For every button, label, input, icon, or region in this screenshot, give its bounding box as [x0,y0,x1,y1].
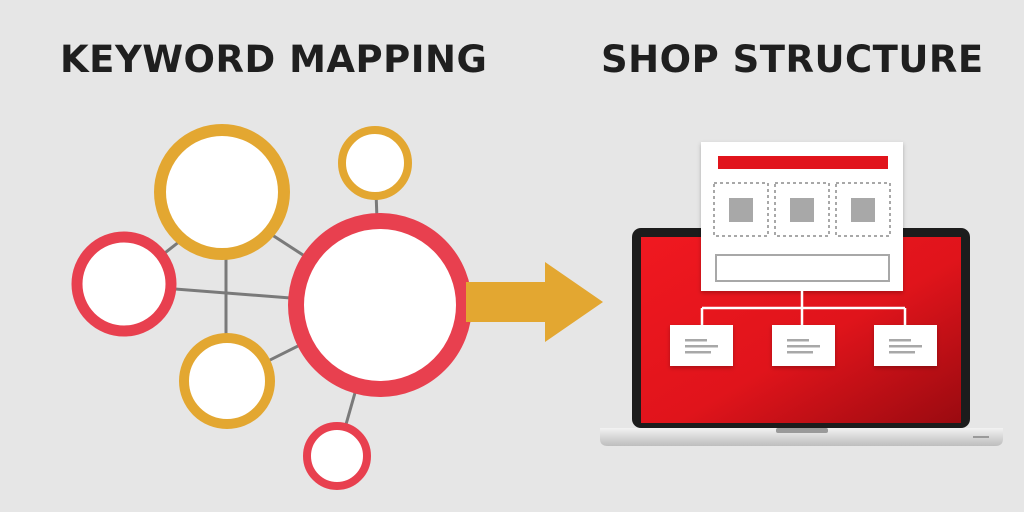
product-tile [835,182,891,237]
keyword-network [71,124,472,490]
keyword-node-orange-bottom [179,333,275,429]
arrow-icon [466,262,603,342]
product-tile [713,182,769,237]
page-header-bar [718,156,888,169]
product-tile [774,182,830,237]
subpage-box [874,325,937,366]
laptop-base [600,428,1003,446]
shop-page-card [701,142,903,291]
page-footer-bar [715,254,890,282]
laptop-notch [776,428,828,433]
laptop-led [973,436,989,438]
subpage-box [670,325,733,366]
keyword-node-orange-top [154,124,290,260]
shop-structure-title: SHOP STRUCTURE [601,38,984,81]
keyword-node-orange-small [338,126,412,200]
keyword-mapping-title: KEYWORD MAPPING [60,38,488,81]
keyword-node-red-left [71,231,177,337]
subpage-box [772,325,835,366]
keyword-node-large-red [288,213,472,397]
tree-connectors [700,291,907,325]
keyword-node-red-small [303,422,371,490]
